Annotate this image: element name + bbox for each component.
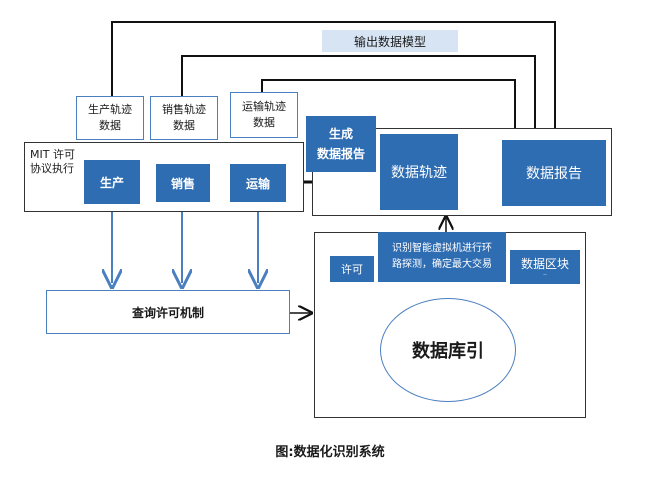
- generate-report-box: 生成 数据报告: [306, 116, 376, 172]
- transport-track-line2: 数据: [253, 116, 275, 129]
- feedback-line-middle: [181, 55, 536, 142]
- generate-report-line2: 数据报告: [316, 147, 365, 161]
- vm-detect-line1: 识别智能虚拟机进行环: [392, 243, 492, 254]
- vm-detect-line2: 路探测，确定最大交易: [392, 259, 492, 270]
- query-permission-box: [46, 290, 290, 334]
- transport-track-line1: 运输轨迹: [242, 100, 286, 113]
- mit-label-line1: MIT 许可: [30, 148, 75, 161]
- stage-production: 生产: [84, 160, 140, 204]
- data-block-label: 数据区块: [520, 257, 569, 271]
- sales-track-line2: 数据: [173, 119, 195, 132]
- feedback-line-inner: [261, 79, 516, 142]
- feedback-line-outer: [111, 21, 556, 142]
- stage-transport: 运输: [230, 164, 286, 202]
- permit-box: 许可: [330, 256, 374, 282]
- sales-track-box: 销售轨迹 数据: [150, 96, 218, 140]
- database-index-ellipse: 数据库引: [380, 298, 516, 402]
- query-permission-label: 查询许可机制: [131, 305, 204, 320]
- data-block-sub: ..: [543, 270, 547, 277]
- data-track-box: 数据轨迹: [380, 134, 458, 210]
- production-track-box: 生产轨迹 数据: [76, 96, 144, 140]
- figure-caption: 图:数据化识别系统: [275, 444, 385, 460]
- mit-label-line2: 协议执行: [30, 162, 74, 175]
- mit-label: MIT 许可 协议执行: [30, 148, 86, 176]
- production-track-line2: 数据: [99, 119, 121, 132]
- stage-sales: 销售: [156, 164, 210, 202]
- data-block-box: 数据区块 ..: [510, 250, 580, 284]
- vm-detect-box: 识别智能虚拟机进行环 路探测，确定最大交易: [378, 232, 506, 282]
- generate-report-line1: 生成: [328, 127, 353, 141]
- sales-track-line1: 销售轨迹: [162, 103, 206, 116]
- transport-track-box: 运输轨迹 数据: [230, 92, 298, 138]
- data-report-box: 数据报告: [502, 140, 606, 206]
- production-track-line1: 生产轨迹: [88, 103, 132, 116]
- output-model-label: 输出数据模型: [322, 30, 458, 52]
